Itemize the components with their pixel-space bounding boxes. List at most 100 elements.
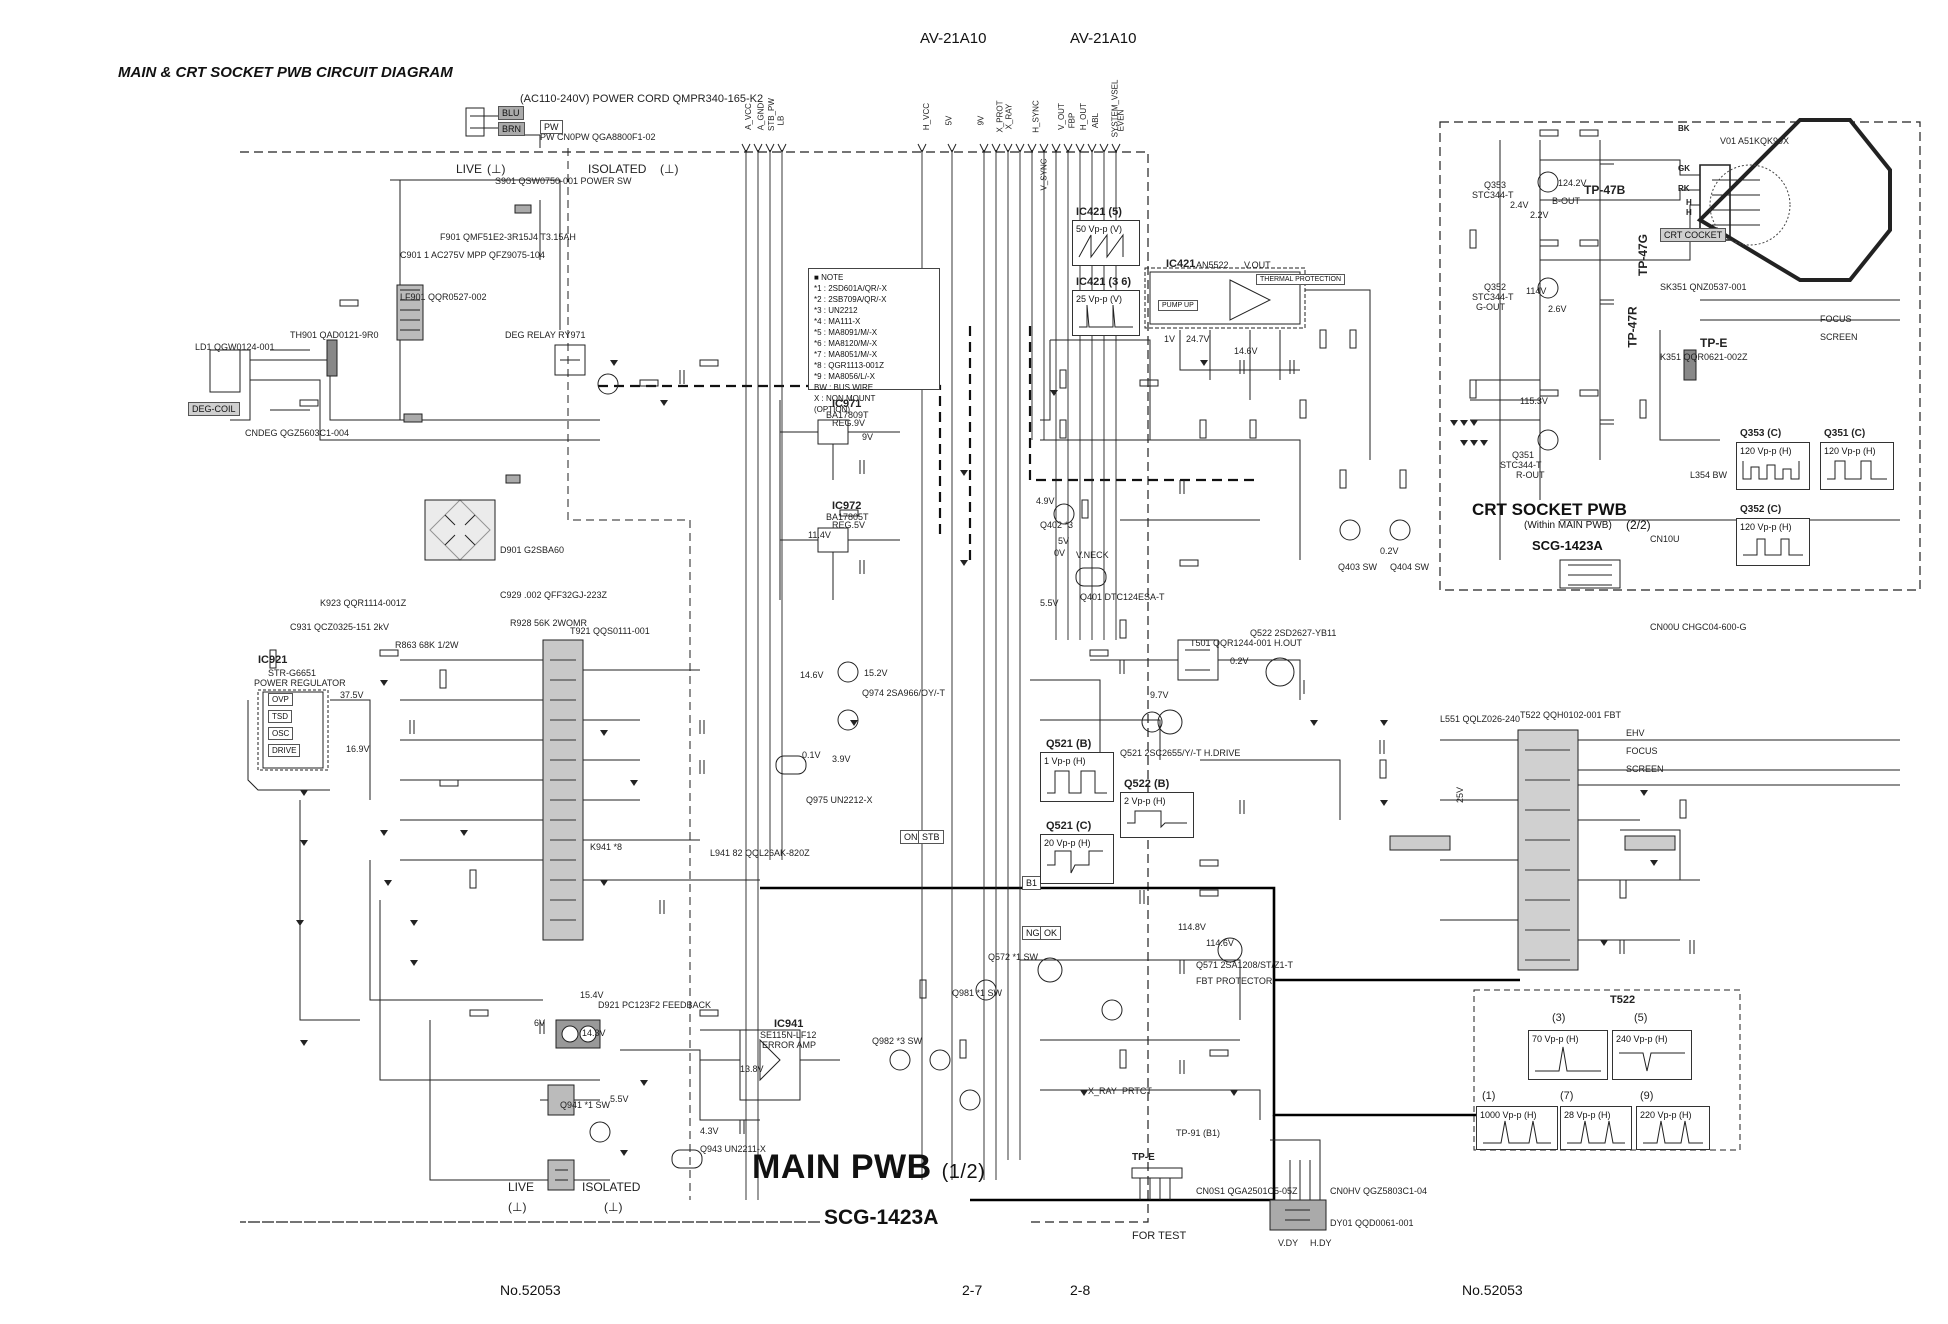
bus-v-sync: V_SYNC — [1039, 158, 1049, 191]
doc-number-left: No.52053 — [500, 1282, 561, 1298]
voltage-37-5v: 37.5V — [340, 690, 364, 700]
isolated-ground-symbol-top: (⊥) — [660, 162, 679, 176]
ic972-ref: IC972 — [832, 500, 862, 512]
th901-label: TH901 QAD0121-9R0 — [290, 330, 379, 340]
diagram-title: MAIN & CRT SOCKET PWB CIRCUIT DIAGRAM — [118, 64, 453, 81]
q352-role: G-OUT — [1476, 302, 1505, 312]
x-ray-label: X_RAY — [1088, 1086, 1117, 1096]
voltage-13-8v: 13.8V — [740, 1064, 764, 1074]
scope-t522-5: 240 Vp-p (H) — [1612, 1030, 1692, 1080]
note-item: *6 : MA8120/M/-X — [814, 339, 878, 348]
ic941-ref: IC941 — [774, 1018, 804, 1030]
fbt-signal-screen: SCREEN — [1626, 764, 1664, 774]
voltage-11-4v: 11.4V — [808, 530, 831, 540]
q975-label: Q975 UN2212-X — [806, 795, 873, 805]
crt-signal-h2: H — [1686, 208, 1692, 217]
voltage-5-5v-b: 5.5V — [1040, 598, 1059, 608]
note-item: *8 : QGR1113-001Z — [814, 361, 884, 370]
q351-role: R-OUT — [1516, 470, 1545, 480]
ic921-pin-osc: OSC — [268, 727, 294, 740]
ic921-pin-drive: DRIVE — [268, 744, 301, 757]
live-ground-symbol-bottom: (⊥) — [508, 1200, 527, 1214]
bus-h-sync: H_SYNC — [1031, 100, 1041, 133]
tp-47g-label: TP-47G — [1636, 233, 1651, 277]
bus-stb-pw: STB_PW — [766, 98, 776, 131]
voltage-2-4v: 2.4V — [1510, 200, 1529, 210]
note-box: ■ NOTE *1 : 2SD601A/QR/-X *2 : 2SB709A/Q… — [808, 268, 940, 414]
l941-label: L941 82 QQL26AK-820Z — [710, 848, 810, 858]
live-label-bottom: LIVE — [508, 1180, 535, 1194]
main-pwb-code: SCG-1423A — [824, 1206, 939, 1229]
scope-q353-c-title: Q353 (C) — [1740, 428, 1782, 439]
scope-q352-c-title: Q352 (C) — [1740, 504, 1782, 515]
ic971-name: BA17809T — [826, 410, 869, 420]
sk351-label: SK351 QNZ0537-001 — [1660, 282, 1747, 292]
bus-9v: 9V — [976, 115, 986, 126]
waveform-flyback — [1483, 1120, 1551, 1144]
note-item: *5 : MA8091/M/-X — [814, 328, 878, 337]
voltage-5-5v: 5.5V — [610, 1094, 629, 1104]
bus-v-out: V_OUT — [1056, 103, 1066, 130]
note-item: BW : BUS WIRE — [814, 383, 874, 392]
q351-name: STC344-T — [1500, 460, 1542, 470]
t522-pin-3: (3) — [1552, 1012, 1566, 1024]
isolated-label-top: ISOLATED — [588, 162, 647, 176]
waveform-pulse — [1079, 304, 1133, 328]
t522-pin-9: (9) — [1640, 1090, 1654, 1102]
ic971-ref: IC971 — [832, 398, 862, 410]
waveform-collector — [1047, 850, 1103, 874]
cn0s1-label: CN0S1 QGA2501C5-05Z — [1196, 1186, 1298, 1196]
l354-label: L354 BW — [1690, 470, 1728, 480]
main-pwb-title: MAIN PWB (1/2) — [752, 1148, 986, 1186]
scope-ic421-5: 50 Vp-p (V) — [1072, 220, 1140, 266]
cn10u-label: CN10U — [1650, 534, 1680, 544]
t921-label: T921 QQS0111-001 — [570, 626, 650, 636]
q572-label: Q572 *1 SW — [988, 952, 1039, 962]
tp-e-label: TP-E — [1700, 336, 1728, 350]
scope-q522-b-title: Q522 (B) — [1124, 778, 1170, 790]
scope-q522-b: 2 Vp-p (H) — [1120, 792, 1194, 838]
d921-label: D921 PC123F2 FEEDBACK — [598, 1000, 712, 1010]
t522-pin-1: (1) — [1482, 1090, 1496, 1102]
t501-label: T501 QQR1244-001 H.OUT — [1190, 638, 1303, 648]
q353-role: B-OUT — [1552, 196, 1580, 206]
q982-label: Q982 *3 SW — [872, 1036, 923, 1046]
v-dy-label: V.DY — [1278, 1238, 1299, 1248]
r863-label: R863 68K 1/2W — [395, 640, 459, 650]
voltage-124-2v: 124.2V — [1558, 178, 1587, 188]
ld1-label: LD1 QGW0124-001 — [195, 342, 275, 352]
ic921-pin-tsd: TSD — [268, 710, 292, 723]
waveform-square-ringing — [1127, 810, 1187, 829]
crt-signal-screen: SCREEN — [1820, 332, 1858, 342]
q974-label: Q974 2SA966/OY/-T — [862, 688, 946, 698]
q352-name: STC344-T — [1472, 292, 1514, 302]
ic421-thermal-protection: THERMAL PROTECTION — [1256, 274, 1346, 285]
ic921-pin-ovp: OVP — [268, 693, 293, 706]
model-label-left: AV-21A10 — [920, 30, 987, 47]
bus-h-out: H_OUT — [1079, 102, 1089, 131]
voltage-4-3v: 4.3V — [700, 1126, 719, 1136]
bus-even: EVEN — [1116, 109, 1126, 132]
q402-label: Q402 *3 — [1040, 520, 1074, 530]
q521-label: Q521 2SC2655/Y/-T H.DRIVE — [1120, 748, 1241, 758]
scope-t522-7: 28 Vp-p (H) — [1560, 1106, 1632, 1150]
dy01-label: DY01 QQD0061-001 — [1330, 1218, 1414, 1228]
live-label-top: LIVE — [456, 162, 483, 176]
c929-label: C929 .002 QFF32GJ-223Z — [500, 590, 608, 600]
voltage-114-6v: 114.6V — [1206, 938, 1234, 948]
q401-label: Q401 DTC124ESA-T — [1080, 592, 1165, 602]
deg-relay-label: DEG RELAY RY971 — [505, 330, 586, 340]
t522-pin-7: (7) — [1560, 1090, 1574, 1102]
crt-signal-bk: BK — [1678, 124, 1690, 133]
d901-label: D901 G2SBA60 — [500, 545, 565, 555]
note-item: *9 : MA8056/L/-X — [814, 372, 875, 381]
t522-fbt-label: T522 QQH0102-001 FBT — [1520, 710, 1622, 720]
scope-ic421-36: 25 Vp-p (V) — [1072, 290, 1140, 336]
ic421-desc: V.OUT — [1244, 260, 1271, 270]
ic421-name: AN5522 — [1196, 260, 1229, 270]
fbt-signal-ehv: EHV — [1626, 728, 1645, 738]
bus-x-prot: X_PROT — [995, 100, 1005, 133]
note-item: (OPTION) — [814, 405, 850, 414]
note-item: *7 : MA8051/M/-X — [814, 350, 878, 359]
voltage-114v: 114V — [1526, 286, 1547, 296]
